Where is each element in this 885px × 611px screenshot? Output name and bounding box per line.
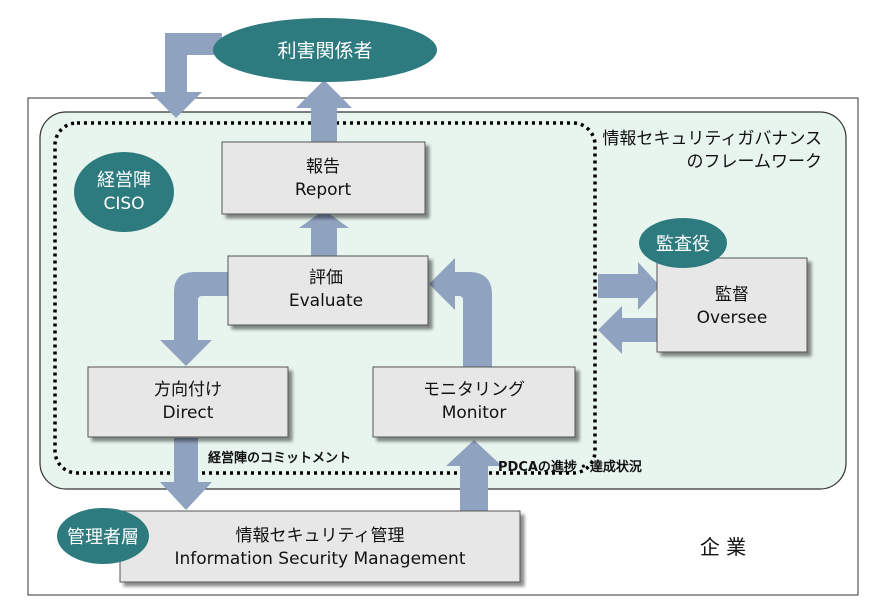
evaluate-label-en: Evaluate: [289, 291, 363, 311]
direct-label-ja: 方向付け: [154, 380, 222, 400]
direct-to-ism-arrow: [160, 438, 212, 510]
evaluate-label-ja: 評価: [309, 268, 343, 288]
oversee-right-arrow: [598, 262, 660, 310]
ism-label-en: Information Security Management: [174, 549, 465, 569]
oversee-box: [656, 257, 808, 353]
auditor-oval: [639, 218, 727, 268]
oversee-label-ja: 監督: [715, 285, 749, 305]
framework-title-line1: 情報セキュリティガバナンス: [602, 129, 822, 149]
evaluate-to-direct-arrow: [160, 272, 228, 366]
report-label-en: Report: [295, 180, 352, 200]
ism-box: [119, 510, 521, 583]
direct-box: [87, 366, 289, 438]
monitor-label-ja: モニタリング: [423, 380, 525, 400]
stakeholders-label: 利害関係者: [277, 40, 372, 62]
report-box: [221, 141, 426, 215]
ciso-oval: [74, 152, 174, 232]
monitor-label-en: Monitor: [442, 403, 507, 423]
manager-layer-oval: [57, 508, 149, 564]
commitment-note: 経営陣のコミットメント: [208, 450, 351, 466]
oversee-left-arrow: [598, 306, 660, 354]
auditor-label: 監査役: [656, 234, 710, 255]
stakeholders-oval: [213, 18, 437, 82]
ism-label-ja: 情報セキュリティ管理: [236, 526, 405, 546]
direct-label-en: Direct: [163, 403, 214, 423]
monitor-box: [372, 366, 576, 438]
ciso-label-ja: 経営陣: [97, 170, 151, 191]
stakeholder-feedback-arrow: [150, 33, 222, 118]
manager-layer-label: 管理者層: [67, 527, 139, 548]
framework-title-line2: のフレームワーク: [687, 152, 823, 172]
report-up-arrow: [296, 80, 352, 142]
evaluate-box: [227, 255, 429, 326]
evaluate-to-report-arrow: [299, 210, 349, 256]
pdca-note: PDCAの進捗・達成状況: [498, 459, 642, 475]
report-label-ja: 報告: [306, 157, 340, 177]
ism-to-monitor-arrow: [446, 440, 502, 514]
monitor-to-evaluate-arrow: [429, 258, 492, 368]
enterprise-label: 企 業: [700, 535, 746, 559]
oversee-label-en: Oversee: [697, 308, 768, 328]
ciso-label-en: CISO: [103, 194, 144, 214]
